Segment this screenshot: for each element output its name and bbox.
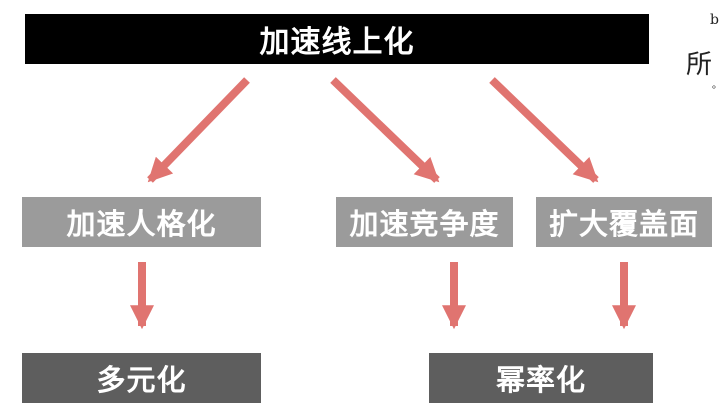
arrow-root-to-coverage <box>489 77 599 183</box>
node-competition: 加速竞争度 <box>336 197 513 247</box>
node-label: 扩大覆盖面 <box>548 207 699 241</box>
node-label: 幂率化 <box>495 363 586 397</box>
node-powerlaw: 幂率化 <box>429 353 653 403</box>
node-diversification: 多元化 <box>22 353 261 403</box>
node-personalization: 加速人格化 <box>22 197 261 247</box>
node-label: 多元化 <box>96 363 187 397</box>
root-node-label: 加速线上化 <box>259 25 415 60</box>
arrow-root-to-competition <box>330 77 440 183</box>
corner-glyph: 所 <box>686 50 713 80</box>
arrow-root-to-personalization <box>147 77 250 183</box>
corner-dot: 。 <box>712 76 720 91</box>
corner-cropped-text: b 所 。 <box>682 10 720 91</box>
root-node: 加速线上化 <box>25 14 649 64</box>
node-label: 加速人格化 <box>66 207 217 241</box>
node-label: 加速竞争度 <box>349 207 500 241</box>
node-coverage: 扩大覆盖面 <box>536 197 712 247</box>
corner-letter: b <box>710 12 719 28</box>
